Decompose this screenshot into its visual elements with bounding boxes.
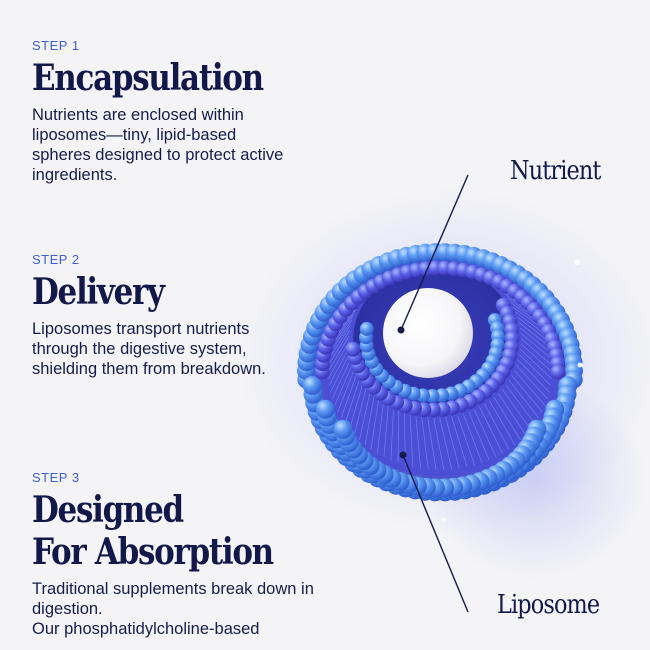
step-3-body: Traditional supplements break down in di… xyxy=(32,579,332,639)
step-2-body: Liposomes transport nutrients through th… xyxy=(32,320,266,378)
step-1: STEP 1 Encapsulation Nutrients are enclo… xyxy=(32,38,300,185)
outer-lipid-layer xyxy=(297,243,583,502)
lipid-bead xyxy=(302,376,322,396)
step-3-body-line-2: Our phosphatidylcholine-based xyxy=(32,620,260,638)
lipid-bead xyxy=(550,364,566,380)
lipid-bead xyxy=(345,341,361,357)
step-1-label: STEP 1 xyxy=(32,38,80,53)
step-1-title: Encapsulation xyxy=(32,57,264,99)
nutrient-leader-dot xyxy=(397,326,405,334)
step-3: STEP 3 Designed For Absorption Tradition… xyxy=(32,470,332,639)
step-2: STEP 2 Delivery Liposomes transport nutr… xyxy=(32,252,272,379)
step-2-title: Delivery xyxy=(32,271,238,313)
liposome-leader-line xyxy=(402,454,469,613)
liposome-leader-dot xyxy=(399,451,407,459)
sparkle xyxy=(574,259,580,265)
step-2-label: STEP 2 xyxy=(32,252,80,267)
step-3-title: Designed For Absorption xyxy=(32,489,290,573)
step-3-body-line-1: Traditional supplements break down in di… xyxy=(32,580,314,618)
liposome-callout-label: Liposome xyxy=(497,590,600,620)
step-3-label: STEP 3 xyxy=(32,470,80,485)
sparkle xyxy=(441,517,447,523)
nutrient-core xyxy=(383,288,473,378)
nutrient-callout-label: Nutrient xyxy=(510,156,601,186)
step-3-title-line-1: Designed xyxy=(32,489,184,531)
lipid-bead xyxy=(359,321,374,336)
step-1-body: Nutrients are enclosed within liposomes—… xyxy=(32,106,284,184)
nutrient-leader-line xyxy=(400,174,469,331)
step-3-title-line-2: For Absorption xyxy=(32,531,274,573)
sparkle xyxy=(577,362,583,368)
lipid-bead xyxy=(315,399,335,419)
step-1-title-line: Encapsulation xyxy=(32,57,264,99)
inner-lipid-layer xyxy=(345,297,520,418)
step-2-title-line: Delivery xyxy=(32,271,165,313)
lipid-bead xyxy=(333,419,353,439)
